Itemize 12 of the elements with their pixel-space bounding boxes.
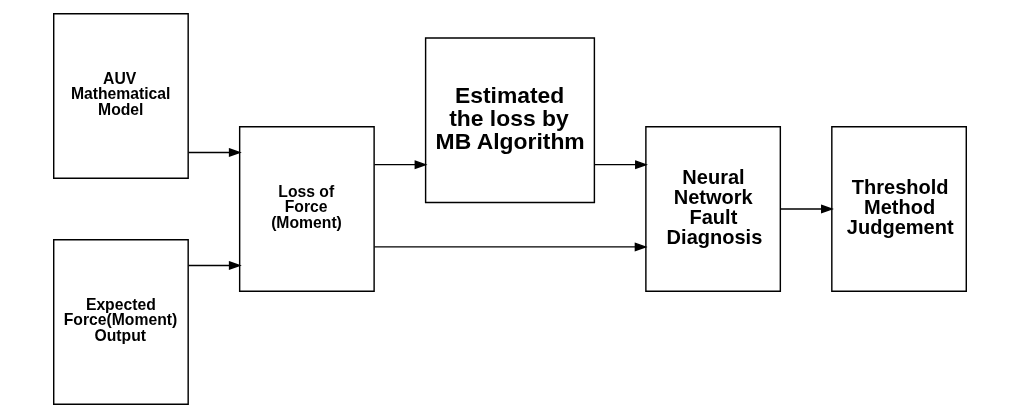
arrow (373, 160, 428, 170)
arrow (780, 204, 834, 214)
node-box: Expected Force(Moment) Output (53, 239, 189, 405)
node-box: Threshold Method Judgement (831, 126, 967, 292)
arrow (187, 261, 242, 270)
node-box: Loss of Force (Moment) (238, 126, 375, 292)
arrow (373, 242, 648, 252)
arrow (187, 148, 242, 157)
node-box: Estimated the loss by MB Algorithm (424, 37, 596, 204)
node-box: Neural Network Fault Diagnosis (645, 126, 782, 292)
node-box: AUV Mathematical Model (53, 13, 189, 179)
arrow (594, 160, 648, 170)
